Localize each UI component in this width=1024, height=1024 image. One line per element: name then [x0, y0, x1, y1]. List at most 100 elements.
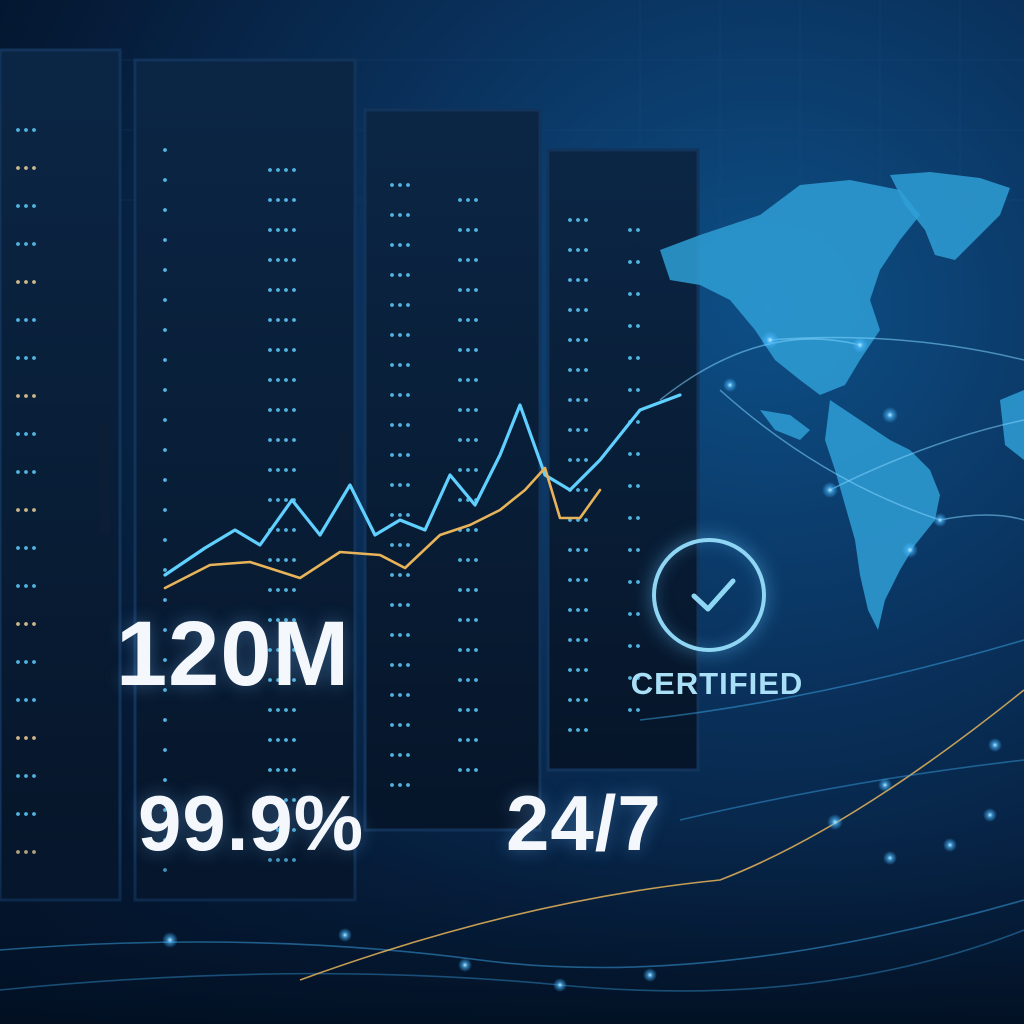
rack-led [276, 588, 280, 592]
rack-led [568, 248, 572, 252]
rack-led [568, 428, 572, 432]
rack-led [163, 658, 167, 662]
rack-led [24, 356, 28, 360]
rack-led [292, 648, 296, 652]
rack-led [584, 218, 588, 222]
rack-led [292, 468, 296, 472]
rack-led [292, 438, 296, 442]
rack-led [16, 318, 20, 322]
rack-led [16, 736, 20, 740]
rack-led [584, 668, 588, 672]
rack-led [576, 368, 580, 372]
rack-led [284, 558, 288, 562]
map-nodes [723, 331, 947, 558]
rack-led [458, 348, 462, 352]
rack-led [576, 458, 580, 462]
rack-led [284, 198, 288, 202]
rack-led [474, 258, 478, 262]
rack-led [576, 248, 580, 252]
rack-led [584, 368, 588, 372]
rack-led [24, 660, 28, 664]
rack-led [568, 338, 572, 342]
rack-led [276, 738, 280, 742]
rack-led [276, 468, 280, 472]
rack-led [474, 738, 478, 742]
rack-led [398, 333, 402, 337]
rack-led [284, 768, 288, 772]
rack-led [576, 398, 580, 402]
rack-led [474, 588, 478, 592]
rack-led [458, 258, 462, 262]
rack-led [284, 738, 288, 742]
rack-led [16, 166, 20, 170]
rack-led [636, 612, 640, 616]
rack-led [390, 663, 394, 667]
rack-led [163, 328, 167, 332]
rack-led [24, 774, 28, 778]
rack-led [466, 678, 470, 682]
rack-led [458, 288, 462, 292]
stat-uptime-value: 99.9% [138, 779, 365, 867]
rack-led [636, 452, 640, 456]
rack-led [568, 398, 572, 402]
rack-led [163, 268, 167, 272]
rack-led [24, 736, 28, 740]
rack-led [406, 303, 410, 307]
rack-led [276, 288, 280, 292]
rack-led [576, 338, 580, 342]
rack-led [474, 318, 478, 322]
rack-led [276, 498, 280, 502]
rack-led [458, 438, 462, 442]
rack-led [398, 363, 402, 367]
server-rack [363, 108, 542, 832]
rack-led [292, 708, 296, 712]
performance-lines [163, 393, 682, 590]
rack-led [584, 488, 588, 492]
rack-led [268, 168, 272, 172]
rack-led [276, 318, 280, 322]
rack-led [284, 798, 288, 802]
rack-led [466, 558, 470, 562]
rack-led [576, 668, 580, 672]
rack-led [24, 508, 28, 512]
rack-led [628, 612, 632, 616]
rack-led [406, 753, 410, 757]
rack-led [398, 393, 402, 397]
rack-led [466, 378, 470, 382]
rack-led [458, 378, 462, 382]
rack-led [268, 318, 272, 322]
rack-led [268, 768, 272, 772]
rack-led [584, 608, 588, 612]
rack-led [584, 398, 588, 402]
rack-led [406, 663, 410, 667]
rack-led [474, 708, 478, 712]
rack-led [406, 183, 410, 187]
rack-led [628, 548, 632, 552]
rack-led [466, 408, 470, 412]
rack-status-leds [16, 128, 640, 872]
rack-led [406, 213, 410, 217]
rack-led [458, 468, 462, 472]
rack-led [390, 183, 394, 187]
rack-led [568, 668, 572, 672]
rack-led [24, 812, 28, 816]
rack-led [466, 588, 470, 592]
rack-led [568, 698, 572, 702]
rack-led [24, 584, 28, 588]
rack-led [163, 688, 167, 692]
rack-led [292, 258, 296, 262]
rack-led [636, 388, 640, 392]
rack-led [474, 678, 478, 682]
rack-led [268, 198, 272, 202]
rack-led [292, 288, 296, 292]
rack-led [390, 573, 394, 577]
rack-led [458, 198, 462, 202]
rack-led [636, 516, 640, 520]
rack-led [568, 638, 572, 642]
rack-led [568, 728, 572, 732]
rack-led [292, 198, 296, 202]
rack-led [390, 213, 394, 217]
rack-led [163, 148, 167, 152]
rack-led [458, 708, 462, 712]
rack-led [576, 608, 580, 612]
